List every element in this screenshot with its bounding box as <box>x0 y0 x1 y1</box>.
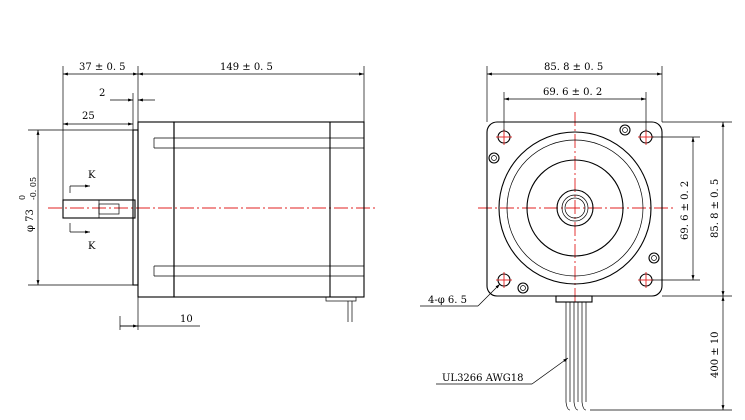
svg-text:10: 10 <box>180 314 193 325</box>
svg-text:149 ± 0. 5: 149 ± 0. 5 <box>220 62 273 73</box>
hub-circle <box>526 159 624 257</box>
dim-hole-spacing-v: 69. 6 ± 0. 2 <box>680 137 695 280</box>
mounting-holes <box>496 129 654 288</box>
svg-text:37 ± 0. 5: 37 ± 0. 5 <box>79 62 126 73</box>
shaft-circle <box>556 189 594 227</box>
svg-text:φ 73: φ 73 <box>25 209 36 232</box>
svg-text:UL3266 AWG18: UL3266 AWG18 <box>442 373 524 384</box>
dim-shaft-step: 2 <box>99 88 155 102</box>
svg-text:4-φ 6. 5: 4-φ 6. 5 <box>428 295 467 306</box>
dim-shaft-length: 25 <box>63 111 133 126</box>
rear-cable-stub <box>325 296 357 322</box>
leader-mount-holes: 4-φ 6. 5 <box>420 283 501 307</box>
pilot-circle <box>498 131 652 285</box>
svg-text:25: 25 <box>82 111 95 122</box>
body-fins <box>153 137 364 277</box>
dim-flange-length: 37 ± 0. 5 <box>63 62 138 76</box>
leader-cable-spec: UL3266 AWG18 <box>436 357 569 385</box>
dim-flange-width: 85. 8 ± 0. 5 <box>487 62 662 76</box>
svg-text:85. 8 ± 0. 5: 85. 8 ± 0. 5 <box>710 179 721 238</box>
svg-text:400 ± 10: 400 ± 10 <box>710 331 721 378</box>
svg-text:-0. 05: -0. 05 <box>29 177 38 200</box>
cable <box>555 295 593 411</box>
dim-body-length: 149 ± 0. 5 <box>138 62 364 76</box>
front-flange <box>486 121 663 297</box>
dim-pilot-diameter: φ 73 0 -0. 05 <box>18 130 40 285</box>
svg-text:2: 2 <box>99 88 105 99</box>
dim-flange-height: 85. 8 ± 0. 5 <box>710 122 725 296</box>
side-view: K K <box>18 62 375 330</box>
dim-cable-length: 400 ± 10 <box>710 296 725 410</box>
motor-body <box>173 121 365 298</box>
dim-rear-step: 10 <box>120 314 200 328</box>
section-k-label-bottom: K <box>88 241 96 252</box>
screw-heads <box>488 124 660 294</box>
front-view: 85. 8 ± 0. 5 69. 6 ± 0. 2 69. 6 ± 0. 2 8… <box>420 62 732 411</box>
svg-text:0: 0 <box>18 195 27 200</box>
section-mark-k-top: K <box>69 170 96 193</box>
svg-text:69. 6 ± 0. 2: 69. 6 ± 0. 2 <box>680 181 691 240</box>
inner-circle <box>506 139 644 277</box>
shaft <box>62 199 136 219</box>
section-k-label-top: K <box>88 170 96 181</box>
section-mark-k-bottom: K <box>69 223 96 252</box>
svg-text:85. 8 ± 0. 5: 85. 8 ± 0. 5 <box>544 62 603 73</box>
svg-text:69. 6 ± 0. 2: 69. 6 ± 0. 2 <box>543 87 602 98</box>
shaft-inner-circle <box>561 194 589 222</box>
dim-hole-spacing-h: 69. 6 ± 0. 2 <box>504 87 646 101</box>
